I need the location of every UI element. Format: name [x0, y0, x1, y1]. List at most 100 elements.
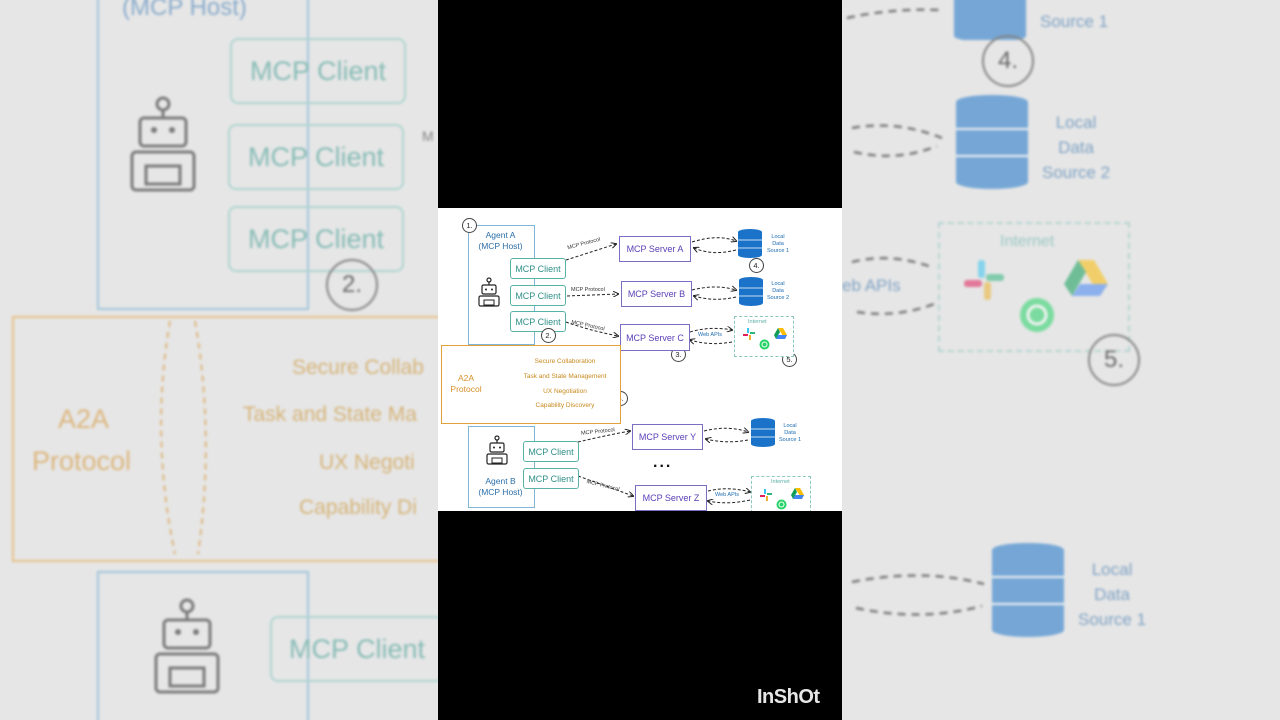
- local-source-2-label: Local Data Source 2: [763, 281, 793, 302]
- agent-b-title: Agent B (MCP Host): [468, 476, 533, 498]
- bg-local1-l3: Source 1: [1078, 610, 1147, 629]
- mcp-server-c: MCP Server C: [620, 324, 690, 351]
- bg-arrows-top: [846, 8, 943, 158]
- bg-client-2: MCP Client: [228, 124, 404, 190]
- bg-web-apis: eb APIs: [842, 276, 901, 295]
- bg-item-3: UX Negoti: [319, 451, 415, 474]
- internet-label-c: Internet: [748, 319, 767, 325]
- bg-local1-l1: Local: [1091, 560, 1133, 579]
- agent-b-client-1: MCP Client: [523, 441, 579, 462]
- agent-a-line1: Agent A: [485, 230, 516, 240]
- bg-robot-b-icon: [154, 598, 220, 694]
- step-1-badge: 1.: [462, 218, 477, 233]
- agent-b-line1: Agent B: [485, 476, 516, 486]
- bg-source1-partial: Source 1: [1040, 12, 1109, 31]
- local1-l3: Source 1: [766, 248, 789, 254]
- bg-a2a-1: A2A: [58, 404, 110, 434]
- bg-local2-l3: Source 2: [1042, 163, 1111, 182]
- drive-icon-z: [791, 488, 804, 499]
- bg-a2a-arrows: [160, 320, 207, 555]
- local2-l3: Source 2: [766, 295, 789, 301]
- local3-l2: Data: [784, 430, 796, 436]
- bg-local2-l1: Local: [1055, 113, 1097, 132]
- bg-item-1: Secure Collab: [292, 356, 424, 379]
- internet-label-z: Internet: [771, 479, 790, 485]
- bg-a2a-2: Protocol: [32, 446, 132, 476]
- local1-l1: Local: [771, 234, 785, 240]
- background-left: (MCP Host) MCP Client MCP Client MCP Cli…: [0, 0, 438, 720]
- mcp-server-z: MCP Server Z: [635, 485, 707, 511]
- bg-local1-l2: Data: [1094, 585, 1130, 604]
- bg-local1: Local Data Source 1: [1078, 557, 1146, 632]
- local1-l2: Data: [772, 241, 784, 247]
- mcp-server-b: MCP Server B: [621, 281, 692, 307]
- bg-db-1-icon: [954, 0, 1026, 40]
- bg-a2a-box: [12, 316, 438, 562]
- bg-num-4: 4.: [982, 35, 1034, 87]
- local3-l1: Local: [783, 423, 797, 429]
- bg-internet-box: [938, 222, 1130, 352]
- web-apis-label-z: Web APIs: [715, 492, 740, 498]
- bg-local2: Local Data Source 2: [1042, 110, 1110, 185]
- a2a-item-ux-negotiation: UX Negotiation: [543, 388, 587, 395]
- slack-icon-z: [760, 489, 772, 501]
- a2a-protocol-box: [441, 345, 621, 424]
- step-4-badge: 4.: [749, 258, 764, 273]
- bg-item-2: Task and State Ma: [243, 403, 417, 426]
- robot-b-icon: [486, 435, 508, 465]
- mcp-server-a: MCP Server A: [619, 236, 691, 262]
- agent-a-line2: (MCP Host): [478, 241, 523, 251]
- bg-internet: Internet: [1000, 233, 1055, 250]
- mcp-a2a-diagram: Agent A (MCP Host) MCP Client MCP Client…: [438, 208, 842, 511]
- robot-a-icon: [478, 277, 500, 307]
- agent-b-line2: (MCP Host): [478, 487, 523, 497]
- bg-whatsapp-icon: [1020, 298, 1054, 332]
- a2a-title: A2A Protocol: [444, 373, 488, 395]
- agent-a-title: Agent A (MCP Host): [468, 230, 533, 252]
- more-servers-ellipsis: ...: [653, 454, 673, 471]
- bg-robot-icon: [130, 96, 196, 192]
- local-source-1-label: Local Data Source 1: [763, 234, 793, 255]
- local2-l1: Local: [771, 281, 785, 287]
- local2-l2: Data: [772, 288, 784, 294]
- step-2-badge: 2.: [541, 328, 556, 343]
- bg-num-5: 5.: [1088, 334, 1140, 386]
- web-apis-label-c: Web APIs: [698, 332, 723, 338]
- bg-agent-box: [97, 0, 309, 310]
- drive-icon-c: [774, 328, 787, 339]
- bg-client-b: MCP Client: [270, 616, 438, 682]
- bg-slack-icon: [964, 260, 1004, 300]
- agent-b-box: [468, 426, 535, 508]
- whatsapp-icon-z: [776, 499, 787, 510]
- protocol-label-b: MCP Protocol: [571, 287, 605, 293]
- a2a-item-task-state: Task and State Management: [523, 373, 607, 380]
- database-1-icon: [738, 229, 762, 258]
- a2a-item-secure-collaboration: Secure Collaboration: [534, 358, 596, 365]
- bg-client-1: MCP Client: [230, 38, 406, 104]
- inshot-watermark: InShOt: [757, 686, 820, 708]
- bg-num-2: 2.: [326, 259, 378, 311]
- local-source-3-label: Local Data Source 1: [775, 423, 805, 444]
- agent-a-client-2: MCP Client: [510, 285, 566, 306]
- background-right: Source 1 4. Local Data Source 2 eb APIs …: [842, 0, 1280, 720]
- bg-drive-icon: [1064, 260, 1108, 296]
- agent-a-client-1: MCP Client: [510, 258, 566, 279]
- mcp-server-y: MCP Server Y: [632, 424, 703, 450]
- bg-host-label: (MCP Host): [122, 0, 247, 21]
- bg-db-2-icon: [956, 95, 1028, 189]
- database-3-icon: [751, 418, 775, 447]
- database-2-icon: [739, 277, 763, 306]
- bg-arrows-bottom: [851, 574, 985, 616]
- whatsapp-icon-c: [759, 339, 770, 350]
- bg-client-3: MCP Client: [228, 206, 404, 272]
- bg-mcp-partial: M: [422, 128, 434, 144]
- bg-arrows-mid: [851, 256, 935, 316]
- bg-local2-l2: Data: [1058, 138, 1094, 157]
- bg-item-4: Capability Di: [299, 496, 417, 519]
- local3-l3: Source 1: [778, 437, 801, 443]
- a2a-item-capability-discovery: Capability Discovery: [535, 402, 595, 409]
- a2a-line1: A2A: [457, 373, 475, 383]
- bg-db-3-icon: [992, 543, 1064, 637]
- bg-agent-b-box: [97, 571, 309, 720]
- agent-b-client-2: MCP Client: [523, 468, 579, 489]
